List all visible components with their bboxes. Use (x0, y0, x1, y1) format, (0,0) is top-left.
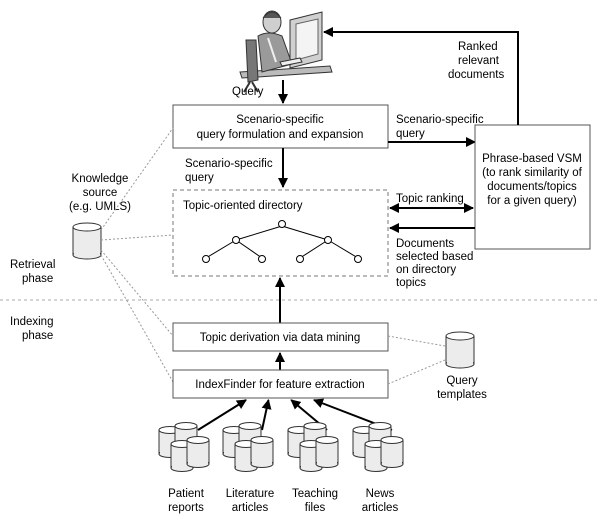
templates-line2: templates (437, 389, 487, 401)
ks-to-scenario-line (100, 127, 174, 231)
indexing-line1: Indexing (10, 316, 53, 328)
source-database-icon (222, 422, 274, 472)
templates-to-derivation-line (387, 335, 446, 347)
data-sources: Patient reports Literature articles Teaching… (158, 398, 404, 514)
scenario-right-line2: query (396, 128, 425, 140)
scenario-query-box (172, 104, 389, 149)
phrase-vsm-box (474, 124, 591, 250)
vsm-line3: documents/topics (487, 181, 577, 193)
knowledge-line3: (e.g. UMLS) (69, 201, 131, 213)
ks-to-topic-derivation-line (100, 249, 174, 337)
source-label-line2: files (305, 502, 326, 514)
vsm-line1: Phrase-based VSM (482, 153, 582, 165)
retrieval-line1: Retrieval (10, 259, 55, 271)
knowledge-line2: source (83, 187, 118, 199)
scenario-right-line1: Scenario-specific (396, 114, 484, 126)
scenario-box-line1: Scenario-specific (236, 114, 324, 126)
user-at-computer-icon (239, 10, 333, 93)
vsm-line2: (to rank similarity of (482, 167, 582, 179)
indexfinder-label: IndexFinder for feature extraction (195, 379, 364, 391)
source-database-icon (158, 422, 210, 472)
source-label-line1: Literature (226, 488, 275, 500)
templates-to-indexfinder-line (387, 359, 446, 385)
source-to-indexfinder-arrow (261, 399, 272, 431)
query-templates-database-icon (445, 331, 475, 369)
source-database-icon (352, 422, 404, 472)
templates-line1: Query (446, 375, 478, 387)
vsm-line4: for a given query) (487, 195, 577, 207)
ks-to-indexfinder-line (100, 254, 174, 383)
query-label: Query (232, 86, 264, 98)
source-label-line1: Patient (168, 488, 205, 500)
docs-line3: on directory (396, 264, 456, 276)
source-label-line2: reports (168, 502, 204, 514)
ranked-line2: relevant (458, 55, 500, 67)
topic-directory-label: Topic-oriented directory (183, 200, 303, 212)
topic-derivation-box (172, 322, 389, 352)
scenario-box-line2: query formulation and expansion (197, 129, 364, 141)
docs-line4: topics (396, 277, 426, 289)
source-label-line2: articles (232, 502, 269, 514)
source-label-line1: News (366, 488, 395, 500)
knowledge-line1: Knowledge (72, 173, 129, 185)
knowledge-database-icon (72, 222, 102, 260)
topic-ranking-label: Topic ranking (396, 193, 464, 205)
docs-line2: selected based (396, 251, 473, 263)
scenario-down-line2: query (185, 172, 214, 184)
topic-derivation-label: Topic derivation via data mining (200, 332, 360, 344)
ranked-line3: documents (448, 69, 505, 81)
scenario-down-line1: Scenario-specific (185, 158, 273, 170)
ranked-line1: Ranked (458, 41, 498, 53)
source-label-line2: articles (362, 502, 399, 514)
ranked-documents-arrow (323, 27, 519, 125)
ks-to-directory-line (100, 234, 174, 241)
source-database-icon (287, 422, 339, 472)
indexfinder-box (172, 369, 389, 399)
source-to-indexfinder-arrow (197, 399, 247, 431)
source-label-line1: Teaching (292, 488, 338, 500)
docs-line1: Documents (396, 238, 454, 250)
topic-tree-icon (202, 220, 362, 263)
indexing-line2: phase (22, 330, 53, 342)
retrieval-line2: phase (22, 273, 53, 285)
